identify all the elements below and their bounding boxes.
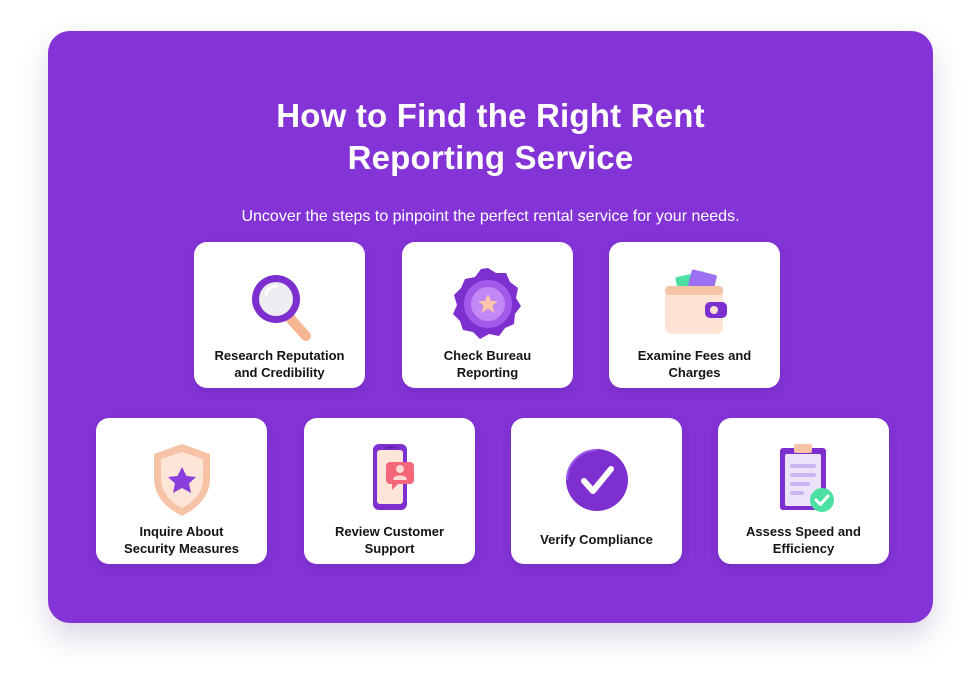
clipboard-check-icon (764, 440, 844, 520)
step-label: Check Bureau Reporting (443, 348, 532, 380)
wallet-icon (655, 264, 735, 344)
step-card-verify-compliance: Verify Compliance (511, 418, 682, 564)
checkmark-circle-icon (557, 440, 637, 520)
step-card-security-measures: Inquire About Security Measures (96, 418, 267, 564)
page-subtitle: Uncover the steps to pinpoint the perfec… (241, 208, 740, 225)
step-card-research-reputation: Research Reputation and Credibility (194, 242, 365, 388)
step-card-examine-fees: Examine Fees and Charges (609, 242, 780, 388)
step-card-check-bureau: Check Bureau Reporting (402, 242, 573, 388)
step-label: Examine Fees and Charges (637, 348, 752, 380)
badge-star-icon (448, 264, 528, 344)
step-label: Verify Compliance (540, 532, 653, 547)
page-title: How to Find the Right Rent Reporting Ser… (276, 97, 705, 176)
step-card-assess-speed: Assess Speed and Efficiency (718, 418, 889, 564)
step-label: Review Customer Support (334, 524, 445, 556)
shield-star-icon (142, 440, 222, 520)
phone-support-icon (350, 440, 430, 520)
step-label: Inquire About Security Measures (124, 524, 239, 556)
step-card-customer-support: Review Customer Support (304, 418, 475, 564)
step-label: Assess Speed and Efficiency (746, 524, 861, 556)
magnifier-icon (240, 264, 320, 344)
step-label: Research Reputation and Credibility (214, 348, 345, 380)
